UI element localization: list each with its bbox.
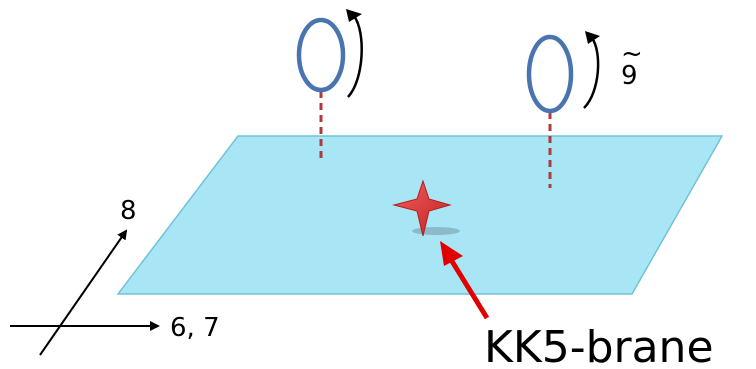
rotation-arrow-right-head [585,31,600,44]
star-shadow [412,227,460,235]
compact-circle-right [529,37,571,111]
compact-circle-left [299,20,343,90]
axis-label-8: 8 [120,196,137,226]
brane-label: KK5-brane [484,322,714,369]
axis-arrow-up [40,231,126,355]
circle-direction-label: 9 [621,61,638,91]
rotation-arrow-right [584,38,598,108]
rotation-arrow-left-head [346,9,362,22]
axis-label-6-7: 6, 7 [170,313,220,343]
rotation-arrow-left [348,16,362,97]
